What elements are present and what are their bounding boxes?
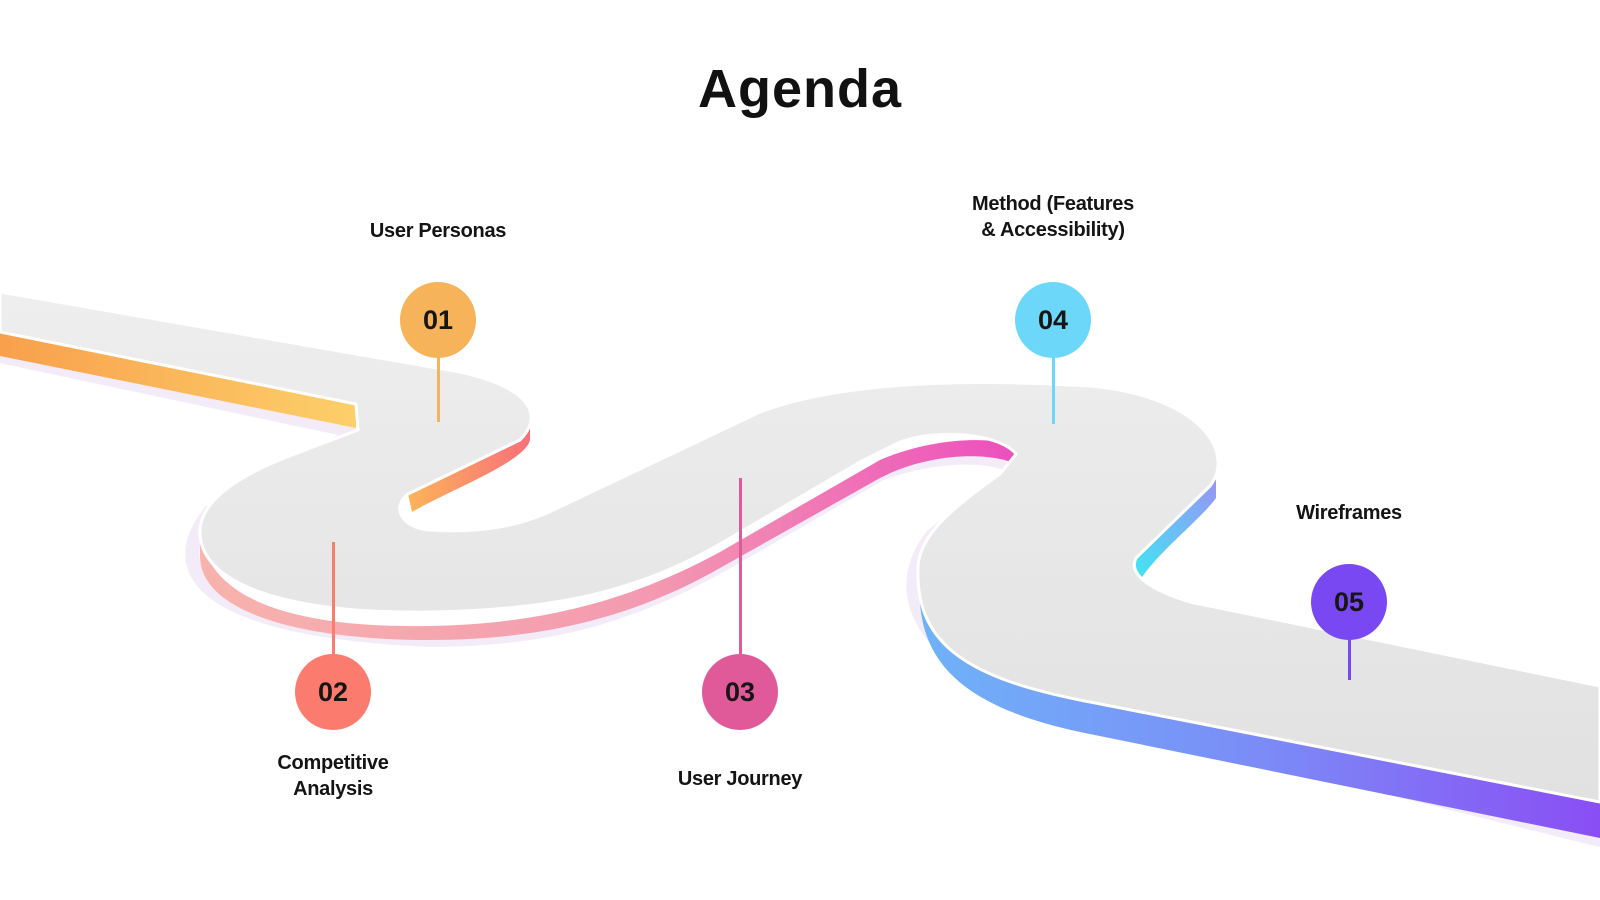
- road-side-middle: [200, 440, 1016, 640]
- step-03-number: 03: [724, 676, 756, 707]
- step-02-label: Competitive Analysis: [277, 752, 389, 800]
- step-01-marker: 01: [400, 282, 476, 358]
- step-01-stem: [437, 356, 440, 422]
- step-01-number: 01: [422, 304, 454, 335]
- step-02-marker: 02: [295, 654, 371, 730]
- step-05-marker: 05: [1311, 564, 1387, 640]
- road-surface: [0, 290, 1600, 804]
- step-03-stem: [739, 478, 742, 654]
- step-04-stem: [1052, 356, 1055, 424]
- step-04-label: Method (Features & Accessibility): [972, 193, 1134, 241]
- step-02-number: 02: [317, 676, 349, 707]
- step-01-label: User Personas: [369, 220, 507, 242]
- road-side-left: [0, 330, 356, 428]
- step-04-number: 04: [1037, 304, 1069, 335]
- step-05-number: 05: [1333, 586, 1365, 617]
- step-02-stem: [332, 542, 335, 654]
- step-05-label: Wireframes: [1296, 502, 1402, 524]
- step-03-marker: 03: [702, 654, 778, 730]
- step-05-stem: [1348, 636, 1351, 680]
- slide-title: Agenda: [697, 59, 903, 119]
- step-03-label: User Journey: [677, 768, 803, 790]
- step-04-marker: 04: [1015, 282, 1091, 358]
